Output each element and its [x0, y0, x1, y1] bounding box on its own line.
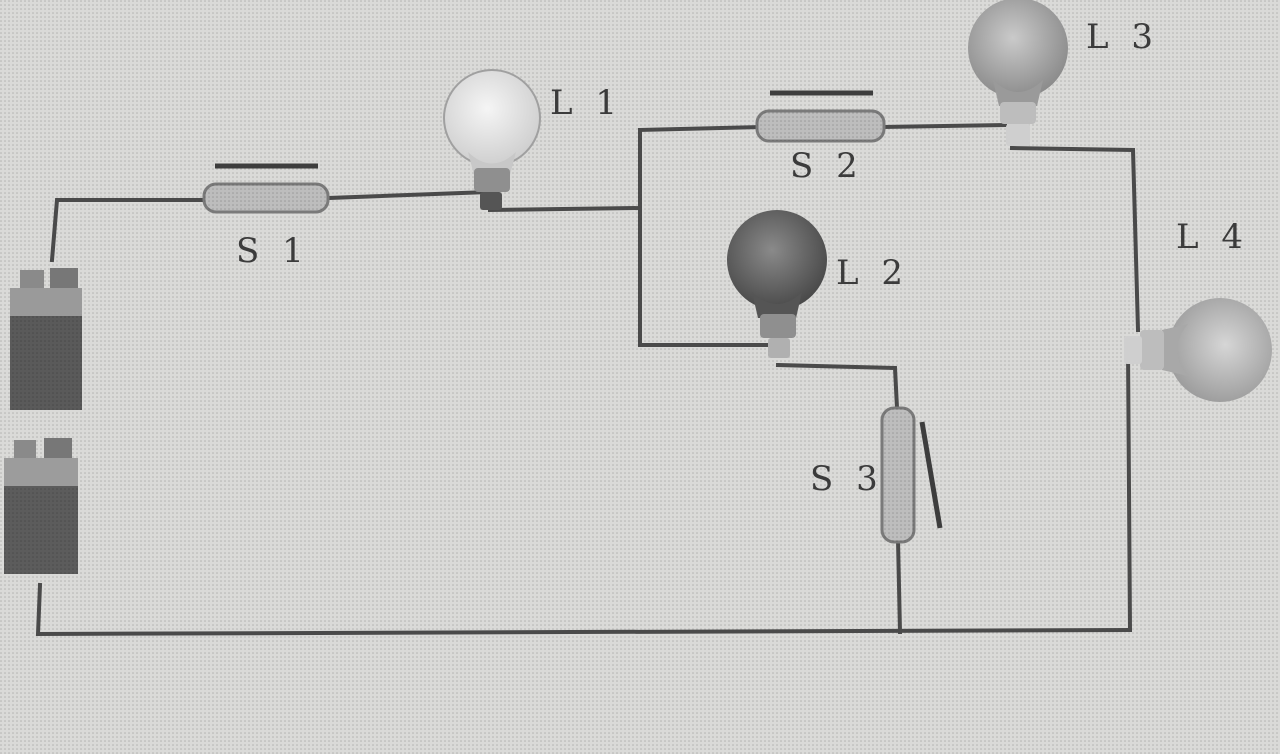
switch-s1: S 1 — [202, 163, 330, 271]
wire-l4-to-bottom — [1125, 347, 1133, 633]
lamp-l4-label: L 4 — [1176, 217, 1249, 257]
wire-battery-to-s1 — [49, 198, 207, 263]
switch-s2: S 2 — [755, 90, 886, 186]
lamp-l3-label: L 3 — [1086, 17, 1159, 57]
lamp-l3: L 3 — [968, 0, 1159, 146]
wire-bottom — [35, 582, 1133, 637]
lamp-l2-label: L 2 — [836, 253, 909, 293]
wire-s1-to-l1 — [325, 189, 493, 201]
switch-s3: S 3 — [810, 406, 943, 544]
wire-l2-to-s3 — [775, 362, 900, 411]
wire-s2-to-l3 — [881, 122, 1008, 130]
switch-s1-label: S 1 — [236, 231, 310, 271]
switch-s2-label: S 2 — [790, 146, 864, 186]
battery-cell-top — [10, 268, 82, 410]
wire-l3-to-right — [1009, 145, 1141, 333]
lamp-l4: L 4 — [1124, 217, 1272, 402]
lamp-l1: L 1 — [443, 69, 623, 210]
battery-cell-bottom — [4, 438, 78, 574]
wire-junction-to-s2 — [637, 124, 763, 133]
switch-s3-label: S 3 — [810, 459, 884, 499]
wires — [35, 122, 1141, 637]
battery — [4, 268, 82, 574]
lamp-l1-label: L 1 — [550, 83, 623, 123]
wire-l1-to-junction — [487, 205, 643, 213]
wire-s3-to-bottom — [895, 537, 903, 635]
lamp-l2: L 2 — [727, 210, 909, 358]
